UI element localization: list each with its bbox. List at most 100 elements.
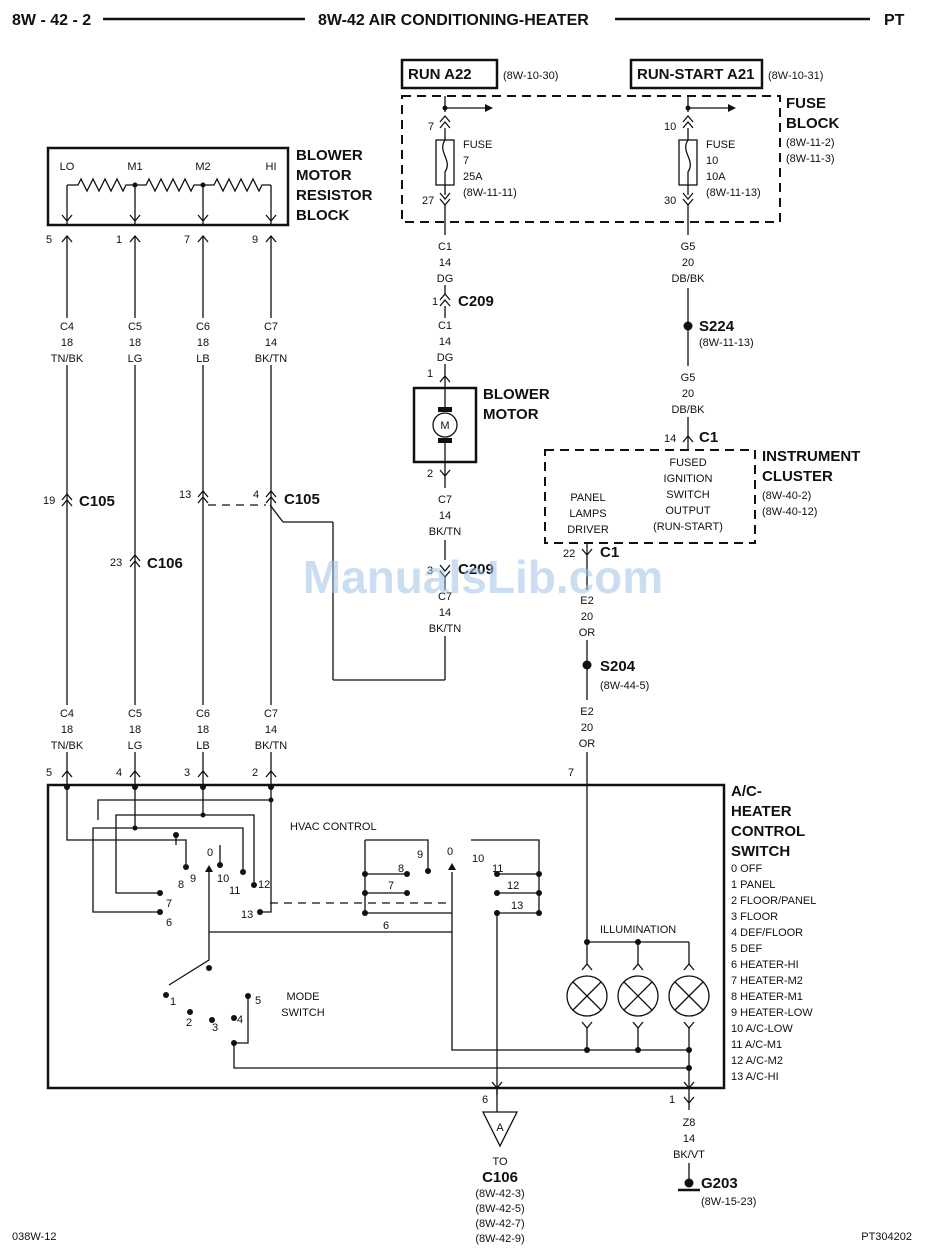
- hvac-control-label: HVAC CONTROL: [290, 821, 377, 833]
- fuse-block-outline: [401, 95, 781, 223]
- svg-text:0: 0: [207, 847, 213, 859]
- switch-title-4: SWITCH: [731, 843, 790, 860]
- wire-e2-or: E2 20 OR E2 20 OR: [579, 543, 595, 785]
- motor-pin-1: 1: [427, 368, 433, 380]
- c106-target: C106: [482, 1169, 518, 1186]
- motor-pin-2: 2: [427, 468, 433, 480]
- svg-text:LG: LG: [128, 740, 143, 752]
- switch-title-3: CONTROL: [731, 823, 805, 840]
- svg-text:8: 8: [398, 863, 404, 875]
- fuse-7-ref: (8W-11-11): [463, 187, 517, 199]
- svg-text:8: 8: [178, 879, 184, 891]
- run-a22-box: [400, 58, 499, 90]
- svg-text:DG: DG: [437, 352, 454, 364]
- c105-label-2: C105: [284, 491, 320, 508]
- fuse-10: [678, 96, 736, 235]
- illumination-label: ILLUMINATION: [600, 924, 676, 936]
- svg-text:BK/TN: BK/TN: [429, 526, 461, 538]
- svg-text:12: 12: [507, 880, 519, 892]
- page-title: 8W-42 AIR CONDITIONING-HEATER: [318, 12, 589, 29]
- c106-ref-3: (8W-42-7): [475, 1218, 524, 1230]
- svg-text:BK/TN: BK/TN: [255, 353, 287, 365]
- svg-text:C1: C1: [438, 320, 452, 332]
- legend-item: 3 FLOOR: [731, 911, 778, 923]
- svg-text:11: 11: [492, 863, 503, 875]
- right-positions: 0 10 11 12 13: [447, 846, 523, 912]
- svg-text:13: 13: [241, 909, 253, 921]
- svg-text:DB/BK: DB/BK: [671, 404, 705, 416]
- resistor-pin-7: 7: [184, 234, 190, 246]
- svg-text:C4: C4: [60, 708, 74, 720]
- resistor-wires: [61, 234, 277, 785]
- resistor-title-1: BLOWER: [296, 147, 363, 164]
- svg-text:G5: G5: [681, 372, 696, 384]
- switch-title-2: HEATER: [731, 803, 792, 820]
- mode-switch-label-2: SWITCH: [281, 1007, 324, 1019]
- s204-label: S204: [600, 658, 636, 675]
- s204-ref: (8W-44-5): [600, 680, 649, 692]
- legend-item: 2 FLOOR/PANEL: [731, 895, 816, 907]
- cluster-fused: FUSED: [669, 457, 706, 469]
- cluster-lamps: LAMPS: [569, 508, 606, 520]
- fuse-7-rating: 25A: [463, 171, 483, 183]
- legend-item: 1 PANEL: [731, 879, 775, 891]
- c1-pin-22: 22: [563, 548, 575, 560]
- svg-text:18: 18: [197, 724, 209, 736]
- c106-pin-23: 23: [110, 557, 122, 569]
- legend-item: 8 HEATER-M1: [731, 991, 803, 1003]
- svg-text:14: 14: [439, 510, 451, 522]
- c1-connector-label: C1: [699, 429, 718, 446]
- model-code: PT: [884, 12, 905, 29]
- legend-item: 5 DEF: [731, 943, 762, 955]
- svg-text:18: 18: [129, 337, 141, 349]
- switch-pin-6: 6: [482, 1094, 488, 1106]
- fuse-7-pin-out: 27: [422, 195, 434, 207]
- svg-text:C5: C5: [128, 708, 142, 720]
- mid-positions: 9 8 7 6: [383, 849, 423, 932]
- fuse-block-title: FUSE: [786, 95, 826, 112]
- svg-text:LB: LB: [196, 353, 209, 365]
- legend-item: 12 A/C-M2: [731, 1055, 783, 1067]
- c106-ref-1: (8W-42-3): [475, 1188, 524, 1200]
- c209-connector-label-2: C209: [458, 561, 494, 578]
- resistor-pin-9: 9: [252, 234, 258, 246]
- c106-ref-2: (8W-42-5): [475, 1203, 524, 1215]
- svg-text:C7: C7: [438, 494, 452, 506]
- page-number: 8W - 42 - 2: [12, 12, 91, 29]
- wire-labels-upper: C4 18 TN/BK C5 18 LG C6 18 LB C7 14 BK/T…: [51, 321, 287, 365]
- mode-positions: 1 2 3 4 5: [170, 995, 261, 1034]
- fuse-10-pin-out: 30: [664, 195, 676, 207]
- fuse-10-label: FUSE: [706, 139, 735, 151]
- svg-text:E2: E2: [580, 595, 593, 607]
- svg-text:G5: G5: [681, 241, 696, 253]
- svg-text:14: 14: [439, 257, 451, 269]
- g203-label: G203: [701, 1175, 738, 1192]
- legend-item: 4 DEF/FLOOR: [731, 927, 803, 939]
- svg-text:1: 1: [170, 996, 176, 1008]
- cluster-output: OUTPUT: [665, 505, 711, 517]
- legend-item: 11 A/C-M1: [731, 1039, 782, 1051]
- c1-connector-label-2: C1: [600, 544, 619, 561]
- ground-ref-triangle: A: [481, 1088, 519, 1148]
- resistor-chain: [61, 177, 277, 225]
- svg-text:BK/TN: BK/TN: [255, 740, 287, 752]
- footer-code-right: PT304202: [861, 1231, 912, 1243]
- wire-labels-lower: C4 18 TN/BK C5 18 LG C6 18 LB C7 14 BK/T…: [51, 708, 287, 752]
- control-switch-outline: [46, 783, 726, 1090]
- svg-text:9: 9: [417, 849, 423, 861]
- c209-pin-3: 3: [427, 565, 433, 577]
- svg-text:C4: C4: [60, 321, 74, 333]
- run-a22-label: RUN A22: [408, 66, 472, 83]
- left-positions: 0 8 9 10 11 12 7 6 13: [166, 847, 270, 929]
- svg-text:20: 20: [682, 257, 694, 269]
- cluster-driver: DRIVER: [567, 524, 609, 536]
- splice-s204: [582, 660, 592, 670]
- svg-text:DB/BK: DB/BK: [671, 273, 705, 285]
- c1-pin-14: 14: [664, 433, 676, 445]
- svg-text:DG: DG: [437, 273, 454, 285]
- switch-pin-4: 4: [116, 767, 122, 779]
- svg-text:Z8: Z8: [683, 1117, 696, 1129]
- svg-text:14: 14: [683, 1133, 695, 1145]
- svg-text:6: 6: [166, 917, 172, 929]
